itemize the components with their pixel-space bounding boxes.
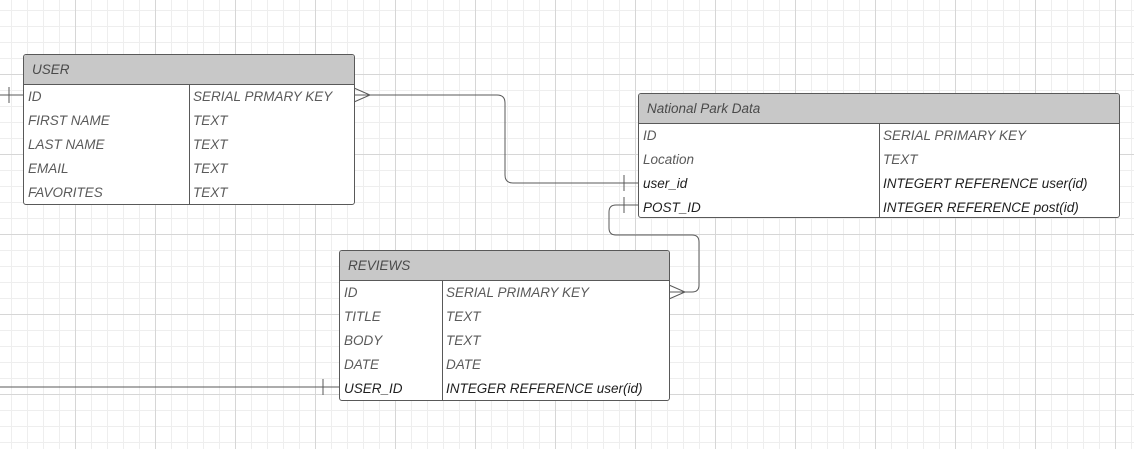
entity-title: USER <box>24 55 354 85</box>
connector-user-to-park-user-id[interactable] <box>353 87 638 191</box>
entity-attributes: ID SERIAL PRIMARY KEY Location TEXT user… <box>639 124 1119 217</box>
attribute-row[interactable]: ID SERIAL PRIMARY KEY <box>639 124 1119 148</box>
entity-national-park-data[interactable]: National Park Data ID SERIAL PRIMARY KEY… <box>638 93 1120 218</box>
attribute-row[interactable]: BODY TEXT <box>340 329 669 353</box>
attribute-type: TEXT <box>446 309 481 324</box>
attribute-row[interactable]: DATE DATE <box>340 353 669 377</box>
entity-reviews[interactable]: REVIEWS ID SERIAL PRIMARY KEY TITLE TEXT… <box>339 250 670 401</box>
attribute-row[interactable]: POST_ID INTEGER REFERENCE post(id) <box>639 196 1119 217</box>
column-divider <box>189 85 190 204</box>
crow-foot-marker <box>668 284 687 300</box>
attribute-name: user_id <box>643 176 688 191</box>
attribute-row[interactable]: ID SERIAL PRMARY KEY <box>24 85 354 109</box>
entity-attributes: ID SERIAL PRIMARY KEY TITLE TEXT BODY TE… <box>340 281 669 400</box>
attribute-row[interactable]: TITLE TEXT <box>340 305 669 329</box>
entity-attributes: ID SERIAL PRMARY KEY FIRST NAME TEXT LAS… <box>24 85 354 204</box>
attribute-row[interactable]: user_id INTEGERT REFERENCE user(id) <box>639 172 1119 196</box>
attribute-name: ID <box>643 128 657 143</box>
attribute-name: FAVORITES <box>28 185 103 200</box>
attribute-type: TEXT <box>883 152 918 167</box>
attribute-type: TEXT <box>193 113 228 128</box>
attribute-type: SERIAL PRIMARY KEY <box>446 285 590 300</box>
entity-title: REVIEWS <box>340 251 669 281</box>
attribute-type: INTEGER REFERENCE user(id) <box>446 381 643 396</box>
attribute-row[interactable]: USER_ID INTEGER REFERENCE user(id) <box>340 377 669 400</box>
attribute-type: INTEGER REFERENCE post(id) <box>883 200 1079 215</box>
attribute-name: BODY <box>344 333 383 348</box>
attribute-type: TEXT <box>193 161 228 176</box>
attribute-name: EMAIL <box>28 161 69 176</box>
attribute-type: INTEGERT REFERENCE user(id) <box>883 176 1088 191</box>
crow-foot-marker <box>353 87 372 103</box>
column-divider <box>879 124 880 217</box>
attribute-name: FIRST NAME <box>28 113 110 128</box>
attribute-row[interactable]: LAST NAME TEXT <box>24 133 354 157</box>
attribute-row[interactable]: EMAIL TEXT <box>24 157 354 181</box>
attribute-name: POST_ID <box>643 200 701 215</box>
entity-user[interactable]: USER ID SERIAL PRMARY KEY FIRST NAME TEX… <box>23 54 355 205</box>
attribute-row[interactable]: FAVORITES TEXT <box>24 181 354 204</box>
connector-left-to-user-id[interactable] <box>0 87 24 103</box>
entity-title: National Park Data <box>639 94 1119 124</box>
attribute-type: TEXT <box>193 185 228 200</box>
attribute-row[interactable]: Location TEXT <box>639 148 1119 172</box>
attribute-name: ID <box>28 89 42 104</box>
attribute-type: SERIAL PRMARY KEY <box>193 89 333 104</box>
attribute-type: DATE <box>446 357 482 372</box>
attribute-name: ID <box>344 285 358 300</box>
attribute-name: Location <box>643 152 695 167</box>
attribute-name: LAST NAME <box>28 137 105 152</box>
attribute-name: USER_ID <box>344 381 403 396</box>
attribute-name: TITLE <box>344 309 381 324</box>
attribute-name: DATE <box>344 357 380 372</box>
attribute-type: TEXT <box>446 333 481 348</box>
attribute-row[interactable]: ID SERIAL PRIMARY KEY <box>340 281 669 305</box>
attribute-row[interactable]: FIRST NAME TEXT <box>24 109 354 133</box>
column-divider <box>442 281 443 400</box>
attribute-type: SERIAL PRIMARY KEY <box>883 128 1027 143</box>
connector-left-to-reviews-user-id[interactable] <box>0 379 339 395</box>
attribute-type: TEXT <box>193 137 228 152</box>
